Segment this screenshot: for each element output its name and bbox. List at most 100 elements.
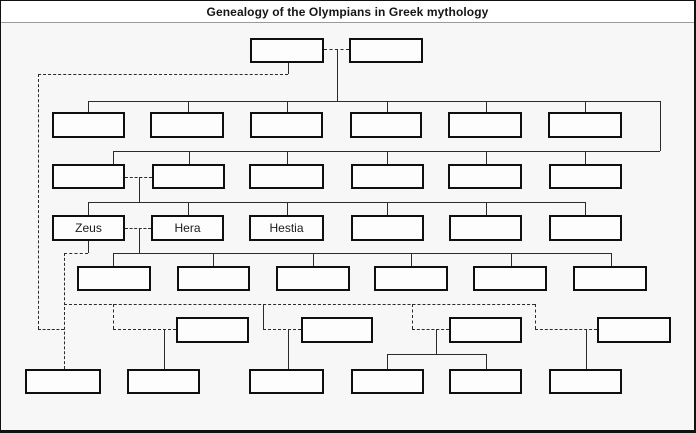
person-box (350, 112, 422, 138)
descent-connector (88, 101, 660, 102)
descent-connector (113, 253, 114, 266)
person-box (349, 38, 423, 63)
person-box (77, 266, 151, 291)
person-box (351, 369, 424, 394)
person-box (549, 215, 622, 241)
descent-connector (113, 253, 611, 254)
person-label: Hestia (269, 221, 304, 235)
descent-connector (436, 329, 437, 354)
person-box (276, 266, 350, 291)
person-box (473, 266, 547, 291)
person-box (177, 266, 250, 291)
descent-connector (88, 202, 89, 215)
person-box (548, 112, 622, 138)
person-label: Hera (174, 221, 201, 235)
descent-connector (387, 354, 486, 355)
descent-connector (387, 101, 388, 112)
descent-connector (263, 304, 264, 329)
person-box (448, 164, 522, 189)
person-box (127, 369, 200, 394)
marriage-connector (64, 253, 65, 369)
person-box (52, 164, 125, 189)
descent-connector (585, 101, 586, 112)
marriage-connector (125, 228, 151, 229)
marriage-connector (38, 329, 64, 330)
marriage-connector (38, 74, 288, 75)
person-box-hera: Hera (151, 215, 224, 241)
person-box (250, 112, 323, 138)
descent-connector (189, 151, 190, 164)
descent-connector (486, 202, 487, 215)
person-box (249, 164, 324, 189)
descent-connector (188, 101, 189, 112)
marriage-connector (324, 49, 349, 50)
person-box (573, 266, 647, 291)
diagram-title: Genealogy of the Olympians in Greek myth… (206, 4, 489, 19)
marriage-connector (38, 74, 39, 329)
person-box (301, 317, 373, 343)
person-box (448, 112, 522, 138)
descent-connector (387, 202, 388, 215)
person-box (25, 369, 101, 394)
descent-connector (387, 354, 388, 369)
descent-connector (139, 177, 140, 202)
descent-connector (164, 330, 165, 369)
person-box (449, 369, 522, 394)
descent-connector (188, 202, 189, 215)
descent-connector (287, 101, 288, 112)
descent-connector (287, 151, 288, 164)
descent-connector (411, 253, 412, 266)
descent-connector (88, 241, 89, 253)
marriage-connector (125, 177, 152, 178)
person-box (351, 164, 424, 189)
descent-connector (511, 253, 512, 266)
marriage-connector (64, 253, 88, 254)
title-bar: Genealogy of the Olympians in Greek myth… (1, 1, 694, 23)
descent-connector (88, 101, 89, 112)
person-box (351, 215, 424, 241)
marriage-connector (263, 329, 301, 330)
marriage-connector (113, 304, 114, 329)
marriage-connector (64, 304, 535, 305)
marriage-connector (412, 304, 413, 329)
person-box-hestia: Hestia (249, 215, 324, 241)
person-box (449, 317, 522, 343)
descent-connector (213, 253, 214, 266)
person-label: Zeus (75, 221, 102, 235)
descent-connector (88, 202, 585, 203)
descent-connector (287, 202, 288, 215)
person-box-zeus: Zeus (52, 215, 125, 241)
descent-connector (113, 151, 114, 164)
person-box (52, 112, 125, 138)
descent-connector (337, 49, 338, 101)
person-box (249, 369, 324, 394)
marriage-connector (535, 304, 536, 329)
descent-connector (586, 329, 587, 369)
descent-connector (288, 329, 289, 369)
person-box (549, 369, 622, 394)
descent-connector (585, 151, 586, 164)
marriage-connector (113, 329, 176, 330)
descent-connector (139, 228, 140, 253)
person-box (449, 215, 522, 241)
person-box (374, 266, 448, 291)
descent-connector (486, 101, 487, 112)
person-box (176, 317, 249, 343)
marriage-connector (412, 329, 449, 330)
person-box (250, 38, 324, 63)
person-box (597, 317, 671, 343)
descent-connector (113, 151, 660, 152)
descent-connector (486, 354, 487, 369)
descent-connector (387, 151, 388, 164)
descent-connector (486, 151, 487, 164)
person-box (549, 164, 622, 189)
descent-connector (313, 253, 314, 266)
descent-connector (611, 253, 612, 266)
descent-connector (288, 63, 289, 74)
descent-connector (585, 202, 586, 215)
person-box (150, 112, 224, 138)
person-box (152, 164, 225, 189)
descent-connector (660, 101, 661, 151)
